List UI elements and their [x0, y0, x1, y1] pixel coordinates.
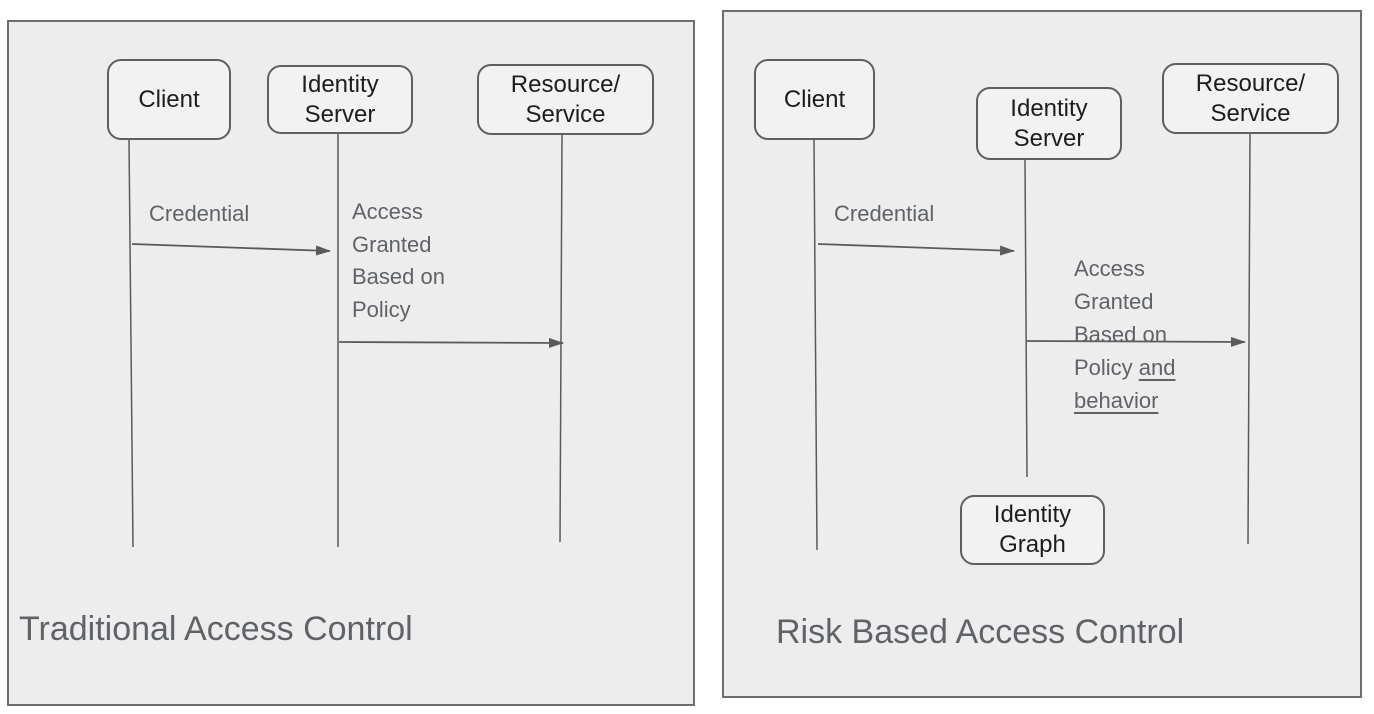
- actor-label: Service: [1210, 99, 1291, 127]
- actor-box-identity-server: Identity Server: [267, 65, 413, 134]
- client-lifeline: [128, 139, 134, 548]
- credential-message-label: Credential: [149, 201, 250, 226]
- actor-box-identity-server: Identity Server: [976, 87, 1122, 160]
- actor-label: Identity: [301, 70, 379, 98]
- actor-box-resource-service: Resource/ Service: [1162, 63, 1339, 134]
- panel-risk-based-access-control: Client Identity Server Resource/ Service…: [722, 10, 1362, 698]
- message-line: Based on: [352, 264, 445, 289]
- resource-service-lifeline: [1247, 133, 1251, 545]
- actor-label: Client: [138, 85, 200, 113]
- credential-arrow: [817, 243, 1015, 256]
- credential-arrow: [131, 243, 331, 256]
- message-line: Policy: [352, 296, 411, 322]
- actor-box-identity-graph: Identity Graph: [960, 495, 1105, 565]
- actor-label: Graph: [999, 531, 1066, 558]
- message-line: Access: [352, 199, 423, 224]
- actor-label: Server: [1013, 124, 1085, 152]
- message-line: Access: [1074, 256, 1145, 281]
- panel-title-risk-based: Risk Based Access Control: [776, 613, 1185, 651]
- actor-label: Identity: [1010, 94, 1088, 122]
- message-line: Granted: [352, 231, 432, 257]
- actor-label: Resource/: [1195, 69, 1306, 97]
- message-line-part-underlined: and: [1138, 355, 1176, 380]
- access-granted-arrow: [338, 337, 564, 348]
- actor-label: Service: [525, 100, 606, 128]
- actor-box-client: Client: [107, 59, 231, 140]
- message-line: Policy and: [1074, 351, 1176, 384]
- access-granted-message-label: Access Granted Based on Policy and behav…: [1074, 252, 1176, 417]
- actor-label: Resource/: [510, 70, 621, 98]
- message-line-underlined: behavior: [1074, 388, 1159, 413]
- actor-label: Client: [783, 85, 846, 113]
- access-granted-message-label: Access Granted Based on Policy: [352, 196, 445, 326]
- identity-server-lifeline: [1024, 159, 1028, 478]
- message-line-part: Policy: [1074, 355, 1139, 380]
- actor-label: Identity: [993, 501, 1072, 529]
- client-lifeline: [813, 139, 818, 551]
- message-line: Granted: [1074, 289, 1154, 314]
- actor-box-client: Client: [754, 59, 875, 140]
- panel-title-traditional: Traditional Access Control: [19, 610, 413, 648]
- actor-box-resource-service: Resource/ Service: [477, 64, 654, 135]
- actor-label: Server: [304, 100, 376, 128]
- credential-message-label: Credential: [834, 201, 935, 226]
- message-line: Based on: [1074, 322, 1167, 347]
- panel-traditional-access-control: Client Identity Server Resource/ Service…: [7, 20, 695, 706]
- resource-service-lifeline: [559, 134, 563, 543]
